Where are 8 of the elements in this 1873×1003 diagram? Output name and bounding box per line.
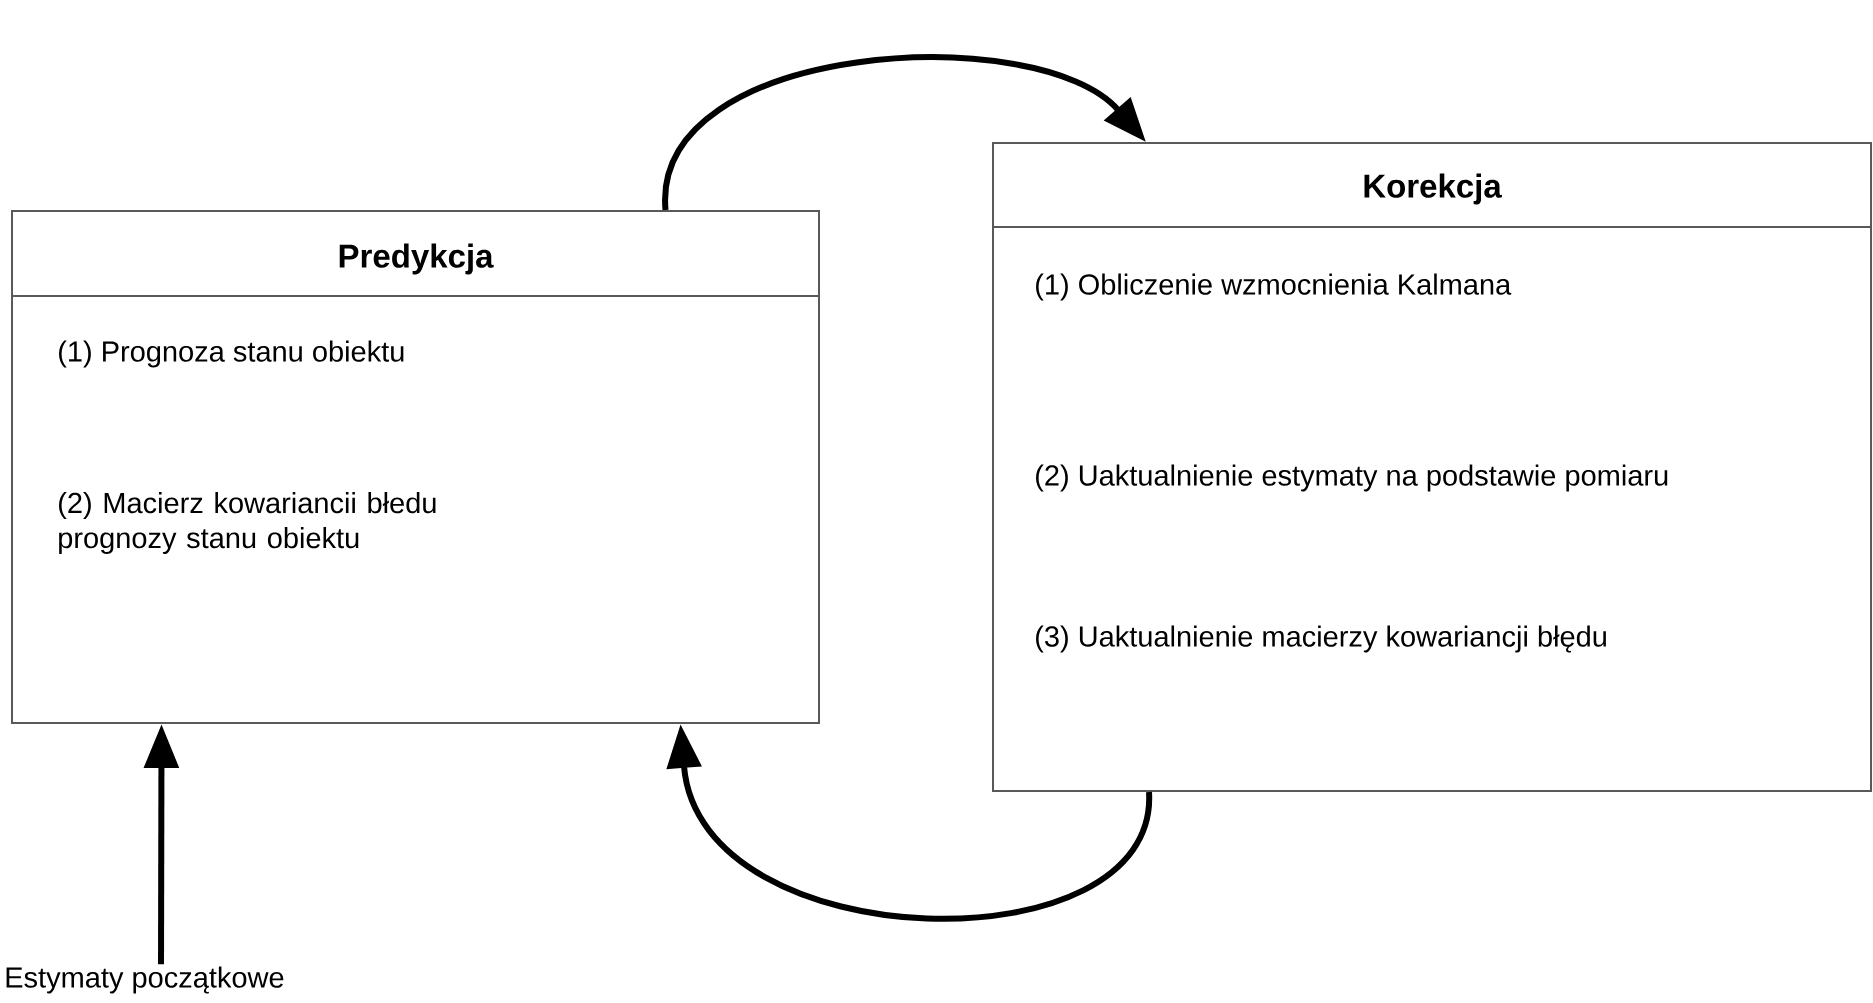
input-label: Estymaty początkowe: [6, 966, 284, 994]
step-text: (3) Uaktualnienie macierzy kowariancji błędu: [1036, 625, 1606, 653]
step-text: (2) Macierz kowariancii błedu prognozy stanu obiektu: [59, 492, 436, 554]
step-text: (1) Prognoza stanu obiektu: [59, 340, 404, 368]
box-heading: Predykcja: [339, 243, 494, 275]
step-text: (1) Obliczenie wzmocnienia Kalmana: [1036, 273, 1512, 301]
step-text: (2) Uaktualnienie estymaty na podstawie pomiaru: [1036, 464, 1668, 492]
box-heading: Korekcja: [1364, 173, 1502, 205]
